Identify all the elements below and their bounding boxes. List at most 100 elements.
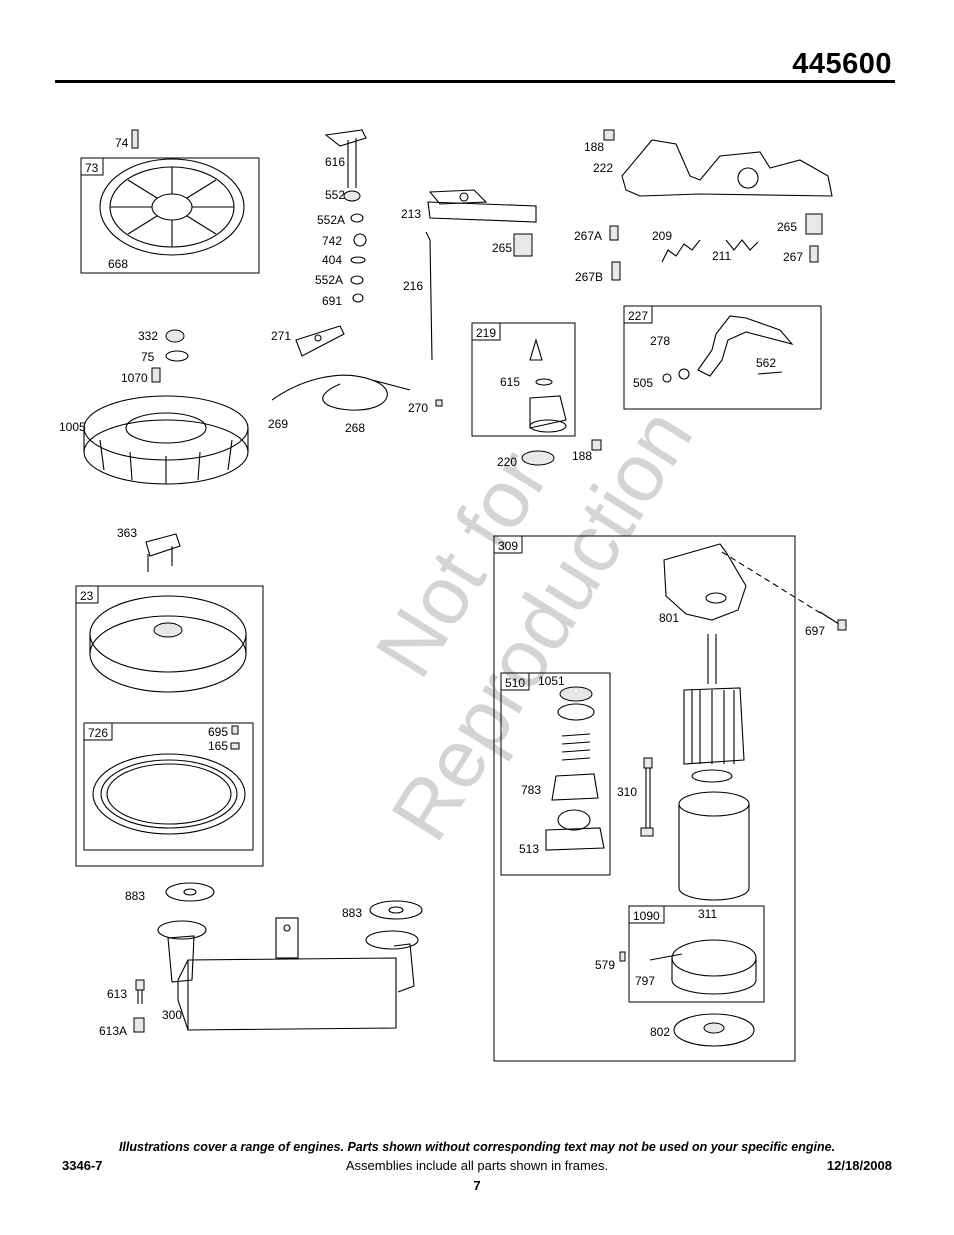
springs-drawing [609, 213, 823, 281]
part-label: 513 [519, 842, 539, 856]
control-bracket-213-drawing [427, 189, 537, 223]
part-label: 267 [783, 250, 803, 264]
part-label: 278 [650, 334, 670, 348]
page-number: 7 [473, 1178, 481, 1193]
part-label: 222 [593, 161, 613, 175]
blower-housing-screen-drawing [99, 158, 245, 256]
washer-220-bolt-188-drawing [521, 439, 602, 466]
part-label: 552A [315, 273, 343, 287]
part-label: 668 [108, 257, 128, 271]
starter-housing-drawing [678, 791, 750, 901]
part-label: 270 [408, 401, 428, 415]
frame-23: 23 [75, 585, 264, 867]
frame-726: 726 [83, 722, 254, 851]
part-label: 165 [208, 739, 228, 753]
part-label: 311 [698, 907, 717, 921]
frame-label-219: 219 [476, 326, 496, 340]
part-label: 188 [572, 449, 592, 463]
governor-link-216-drawing [425, 231, 433, 361]
part-label: 883 [125, 889, 145, 903]
footer-note: Illustrations cover a range of engines. … [118, 1140, 836, 1154]
header-rule [55, 80, 895, 83]
bolts-613-drawing [133, 979, 145, 1033]
frame-label-23: 23 [80, 589, 94, 603]
part-label: 883 [342, 906, 362, 920]
doc-code: 3346-7 [62, 1158, 103, 1173]
part-label: 783 [521, 783, 541, 797]
armature-drawing [683, 634, 745, 783]
ring-gear-726-drawing [92, 725, 246, 835]
part-label: 797 [635, 974, 655, 988]
part-label: 579 [595, 958, 615, 972]
part-label: 188 [584, 140, 604, 154]
part-label: 691 [322, 294, 342, 308]
frame-219: 219 [471, 322, 576, 437]
part-label: 802 [650, 1025, 670, 1039]
part-label: 615 [500, 375, 520, 389]
frame-label-726: 726 [88, 726, 108, 740]
frame-label-73: 73 [85, 161, 99, 175]
part-label: 695 [208, 725, 228, 739]
part-label: 332 [138, 329, 158, 343]
part-label: 552 [325, 188, 345, 202]
part-label: 75 [141, 350, 155, 364]
model-number: 445600 [792, 48, 892, 80]
part-label: 404 [322, 253, 342, 267]
part-label: 216 [403, 279, 423, 293]
part-label: 505 [633, 376, 653, 390]
bolt-310-drawing [640, 757, 654, 837]
clip-265a-drawing [513, 233, 533, 257]
part-label: 1005 [59, 420, 86, 434]
part-label: 271 [271, 329, 291, 343]
flywheel-23-drawing [89, 595, 247, 693]
bolt-74-drawing [131, 129, 139, 149]
part-label: 742 [322, 234, 342, 248]
bracket-363-drawing [145, 533, 181, 572]
frame-510: 510 [500, 672, 611, 876]
part-label: 616 [325, 155, 345, 169]
part-label: 1051 [538, 674, 565, 688]
part-label: 1070 [121, 371, 148, 385]
frame-label-510: 510 [505, 676, 525, 690]
starter-bracket-801-drawing [663, 543, 847, 631]
part-label: 613A [99, 1024, 127, 1038]
part-label: 613 [107, 987, 127, 1001]
part-label: 801 [659, 611, 679, 625]
throttle-lever-271-drawing [295, 325, 345, 357]
part-label: 265 [777, 220, 797, 234]
flywheel-fan-1005-drawing [83, 395, 249, 485]
governor-shaft-drawing [324, 129, 367, 303]
end-cap-802-drawing [673, 1013, 755, 1047]
part-label: 562 [756, 356, 776, 370]
part-label: 211 [712, 249, 731, 263]
part-label: 209 [652, 229, 672, 243]
part-label: 300 [162, 1008, 182, 1022]
frame-227: 227 [623, 305, 822, 410]
part-label: 269 [268, 417, 288, 431]
hardware-332-75-1070-drawing [151, 329, 189, 383]
mounting-bracket-222-drawing [603, 129, 833, 197]
watermark: Not for Reproduction [359, 394, 711, 856]
frame-309: 309 [493, 535, 796, 1062]
frame-label-309: 309 [498, 539, 518, 553]
muffler-300-drawing [167, 917, 415, 1031]
part-label: 552A [317, 213, 345, 227]
cable-268-drawing [271, 374, 443, 411]
part-label: 74 [115, 136, 129, 150]
part-labels: 74 668 616 552 552A 742 404 552A 691 213… [59, 136, 825, 1039]
assemblies-note: Assemblies include all parts shown in fr… [345, 1158, 609, 1173]
part-label: 268 [345, 421, 365, 435]
frame-73: 73 [80, 157, 260, 274]
part-label: 363 [117, 526, 137, 540]
part-label: 213 [401, 207, 421, 221]
gaskets-883-drawing [157, 882, 423, 950]
frame-label-1090: 1090 [633, 909, 660, 923]
part-label: 267B [575, 270, 603, 284]
choke-bracket-227-drawing [662, 315, 794, 383]
drive-assembly-510-drawing [545, 686, 605, 851]
part-label: 697 [805, 624, 825, 638]
frame-1090: 1090 [628, 905, 765, 1003]
starter-motor-219-drawing [529, 338, 567, 433]
